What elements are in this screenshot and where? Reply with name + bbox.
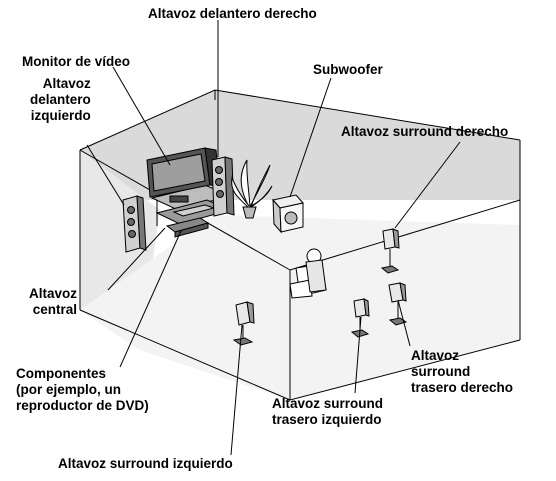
surround-left-speaker-shape	[232, 301, 255, 346]
room-floor	[80, 215, 520, 400]
label-front-right: Altavoz delantero derecho	[148, 6, 317, 21]
label-components: Componentes (por ejemplo, un reproductor…	[16, 366, 149, 413]
label-surround-back-left: Altavoz surround trasero izquierdo	[272, 396, 384, 427]
label-center: Altavoz central	[29, 286, 78, 317]
leader-lines	[86, 20, 461, 456]
room-edges	[79, 89, 521, 401]
label-surround-right: Altavoz surround derecho	[341, 124, 509, 139]
room-back-wall	[80, 90, 520, 200]
label-subwoofer: Subwoofer	[313, 62, 383, 77]
front-right-speaker-shape	[211, 156, 235, 217]
surround-right-speaker-shape	[380, 228, 400, 274]
listener-chair-shape	[289, 248, 327, 299]
surround-back-right-speaker-shape	[388, 282, 408, 326]
plant-shape	[231, 159, 273, 219]
video-monitor	[146, 147, 221, 203]
front-left-speaker-shape	[122, 195, 147, 253]
label-front-left: Altavoz delantero izquierdo	[30, 76, 91, 123]
label-video-monitor: Monitor de vídeo	[22, 54, 130, 69]
label-surround-back-right: Altavoz surround trasero derecho	[411, 348, 514, 395]
subwoofer-shape	[272, 194, 304, 234]
label-surround-left: Altavoz surround izquierdo	[58, 456, 233, 471]
center-speaker-shape	[165, 217, 210, 238]
